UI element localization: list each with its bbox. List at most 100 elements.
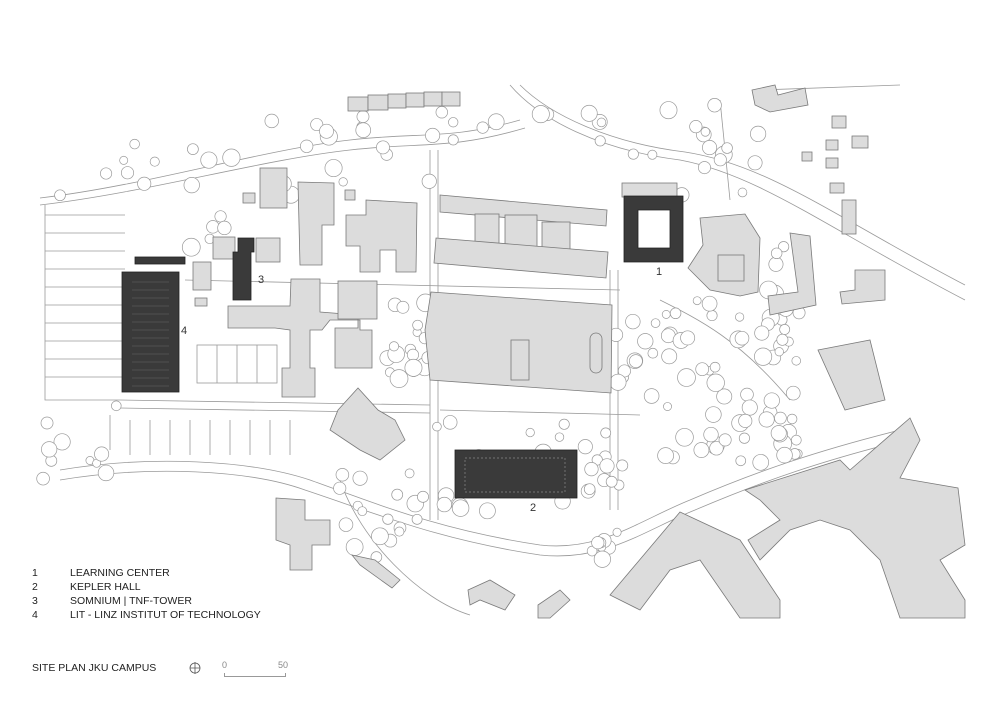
tree-icon <box>779 323 791 335</box>
tree-icon <box>663 402 672 411</box>
tree-icon <box>698 161 711 175</box>
tree-icon <box>754 325 770 341</box>
lit-building[interactable] <box>121 271 180 393</box>
tree-icon <box>661 310 671 319</box>
legend-label: KEPLER HALL <box>70 581 141 593</box>
tree-icon <box>404 358 423 377</box>
tree-icon <box>716 388 733 405</box>
tree-icon <box>718 433 732 447</box>
tree-icon <box>448 117 459 128</box>
tree-icon <box>54 189 66 202</box>
legend-item: 2 KEPLER HALL <box>32 580 261 594</box>
tree-icon <box>703 426 719 443</box>
tree-icon <box>706 373 725 392</box>
tree-icon <box>786 413 798 425</box>
tree-icon <box>394 526 405 537</box>
legend-number: 1 <box>32 567 38 579</box>
tree-icon <box>776 333 789 346</box>
tree-icon <box>752 454 769 471</box>
tree-icon <box>432 421 442 432</box>
tree-icon <box>222 148 241 167</box>
north-arrow-icon <box>189 662 201 674</box>
tree-icon <box>593 550 611 568</box>
tree-icon <box>692 296 702 306</box>
tree-icon <box>647 347 659 359</box>
tree-icon <box>554 432 565 442</box>
parking-lots <box>45 214 291 455</box>
tree-icon <box>94 446 110 462</box>
tree-icon <box>333 481 347 495</box>
legend-label: LIT - LINZ INSTITUT OF TECHNOLOGY <box>70 609 261 621</box>
tree-icon <box>599 458 615 474</box>
tree-icon <box>421 173 437 189</box>
tree-icon <box>695 362 710 377</box>
tree-icon <box>791 356 802 366</box>
kepler-hall-building[interactable] <box>454 449 578 499</box>
tree-icon <box>609 373 627 391</box>
tree-icon <box>217 220 232 236</box>
tree-icon <box>738 432 750 444</box>
tree-icon <box>647 149 658 160</box>
map-label-4: 4 <box>181 325 187 337</box>
plan-title: SITE PLAN JKU CAMPUS <box>32 662 157 674</box>
tree-icon <box>120 166 135 180</box>
tree-icon <box>735 455 747 467</box>
tree-icon <box>580 104 598 122</box>
tree-icon <box>616 459 629 472</box>
tree-icon <box>583 483 596 495</box>
tree-icon <box>791 434 802 446</box>
tree-icon <box>709 441 724 456</box>
tree-icon <box>352 470 368 486</box>
tree-icon <box>705 406 722 423</box>
tree-icon <box>774 411 787 425</box>
tree-icon <box>740 387 754 402</box>
learning-center-building[interactable] <box>623 195 684 263</box>
tree-icon <box>487 113 505 131</box>
tree-icon <box>709 361 721 373</box>
tree-icon <box>300 139 314 153</box>
tree-icon <box>435 106 448 119</box>
tree-icon <box>425 127 441 143</box>
tree-icon <box>754 347 773 366</box>
tree-icon <box>661 348 678 365</box>
legend-item: 4 LIT - LINZ INSTITUT OF TECHNOLOGY <box>32 608 261 622</box>
tree-icon <box>356 110 370 124</box>
tree-icon <box>625 313 641 330</box>
tree-icon <box>411 513 423 525</box>
tree-icon <box>406 348 419 361</box>
map-label-2: 2 <box>530 502 536 514</box>
map-label-1: 1 <box>656 266 662 278</box>
tree-icon <box>770 247 783 259</box>
legend-number: 2 <box>32 581 38 593</box>
tree-icon <box>376 140 390 155</box>
tree-icon <box>206 220 220 234</box>
tree-icon <box>525 427 535 438</box>
tree-icon <box>734 330 750 346</box>
tree-icon <box>721 142 733 154</box>
tree-icon <box>264 113 279 129</box>
tree-icon <box>97 464 115 482</box>
tree-icon <box>371 527 389 546</box>
tree-icon <box>758 411 775 428</box>
tree-icon <box>100 167 113 180</box>
tree-icon <box>680 330 696 346</box>
tree-icon <box>591 536 605 550</box>
tree-icon <box>707 98 722 113</box>
tree-icon <box>436 496 452 513</box>
tree-icon <box>324 159 343 178</box>
tree-icon <box>738 413 753 428</box>
legend-number: 4 <box>32 609 38 621</box>
tree-icon <box>181 237 201 257</box>
tree-icon <box>389 369 409 388</box>
scale-start: 0 <box>222 660 228 670</box>
tree-icon <box>319 123 334 139</box>
tree-icon <box>451 499 470 517</box>
map-label-3: 3 <box>258 274 264 286</box>
somnium-tnf-tower-building[interactable] <box>232 237 255 301</box>
tree-icon <box>627 148 639 160</box>
tree-icon <box>586 545 598 557</box>
tree-icon <box>531 105 550 124</box>
tree-icon <box>785 385 801 401</box>
